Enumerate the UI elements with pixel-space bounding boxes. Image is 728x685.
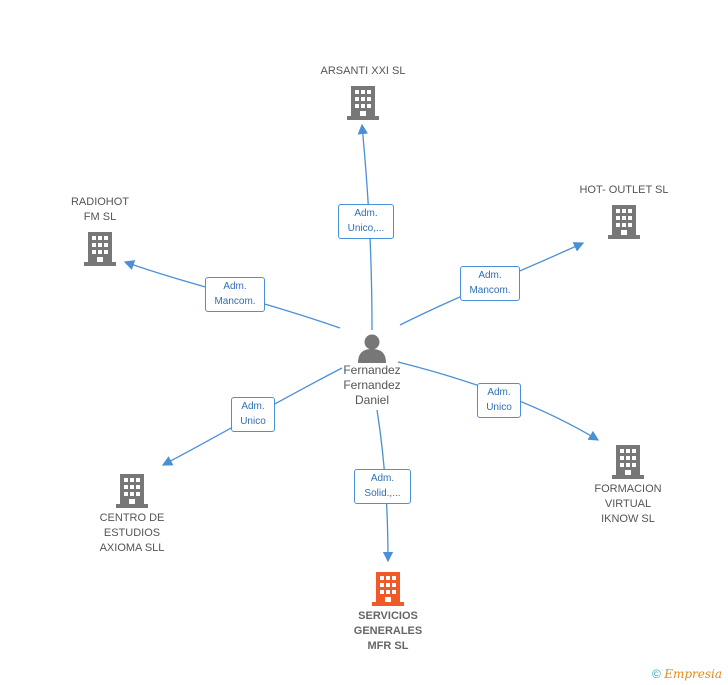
- relation-label-radiohot[interactable]: Adm. Mancom.: [205, 277, 265, 312]
- relation-label-servicios[interactable]: Adm. Solid.,...: [354, 469, 411, 504]
- company-node-formacion[interactable]: FORMACION VIRTUAL IKNOW SL: [578, 443, 678, 527]
- company-node-centro[interactable]: CENTRO DE ESTUDIOS AXIOMA SLL: [82, 472, 182, 556]
- footer-brand: © Empresia: [652, 667, 722, 681]
- company-node-arsanti[interactable]: ARSANTI XXI SL: [303, 64, 423, 120]
- person-name: Fernandez Fernandez Daniel: [343, 363, 401, 407]
- person-icon: [358, 334, 386, 363]
- building-icon: [347, 86, 379, 120]
- copyright-icon: ©: [652, 667, 661, 681]
- company-name: RADIOHOT FM SL: [70, 196, 130, 223]
- relation-label-centro[interactable]: Adm. Unico: [231, 397, 275, 432]
- relation-label-hot-outlet[interactable]: Adm. Mancom.: [460, 266, 520, 301]
- building-icon: [608, 205, 640, 239]
- company-name: ARSANTI XXI SL: [320, 65, 406, 77]
- relation-label-arsanti[interactable]: Adm. Unico,...: [338, 204, 394, 239]
- person-node-center[interactable]: Fernandez Fernandez Daniel: [322, 333, 422, 408]
- company-name: SERVICIOS GENERALES MFR SL: [353, 610, 423, 652]
- company-name: HOT- OUTLET SL: [579, 184, 669, 196]
- brand-name: Empresia: [664, 667, 722, 681]
- building-icon: [84, 232, 116, 266]
- company-name: CENTRO DE ESTUDIOS AXIOMA SLL: [99, 512, 165, 554]
- company-node-servicios[interactable]: SERVICIOS GENERALES MFR SL: [338, 570, 438, 654]
- building-icon-highlight: [372, 572, 404, 606]
- relation-label-formacion[interactable]: Adm. Unico: [477, 383, 521, 418]
- company-node-hot-outlet[interactable]: HOT- OUTLET SL: [564, 183, 684, 239]
- company-node-radiohot[interactable]: RADIOHOT FM SL: [50, 195, 150, 266]
- building-icon: [116, 474, 148, 508]
- building-icon: [612, 445, 644, 479]
- company-name: FORMACION VIRTUAL IKNOW SL: [594, 483, 662, 525]
